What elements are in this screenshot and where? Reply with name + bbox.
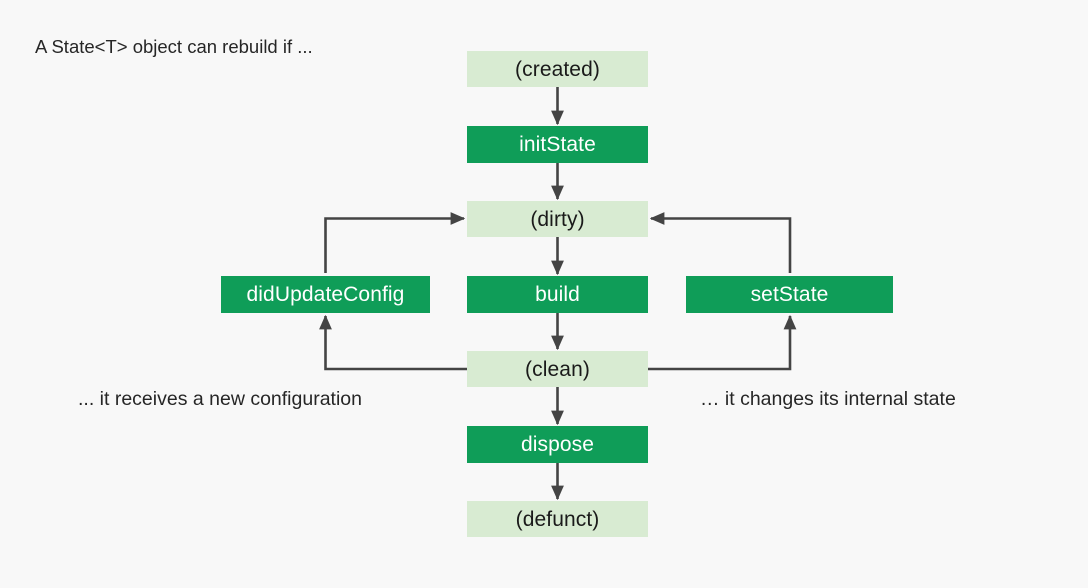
- edge-clean-to-didupdateconfig: [319, 314, 467, 371]
- node-build-label: build: [535, 283, 580, 306]
- node-didupdateconfig-label: didUpdateConfig: [246, 283, 405, 306]
- node-created[interactable]: (created): [467, 51, 648, 87]
- edge-didupdateconfig-to-dirty: [324, 212, 466, 273]
- edge-setstate-to-dirty: [649, 212, 792, 273]
- node-build[interactable]: build: [467, 276, 648, 313]
- node-created-label: (created): [515, 57, 600, 81]
- diagram-title-caption: A State<T> object can rebuild if ...: [35, 36, 313, 57]
- node-didupdateconfig[interactable]: didUpdateConfig: [221, 276, 430, 313]
- node-defunct-label: (defunct): [515, 507, 600, 531]
- node-defunct[interactable]: (defunct): [467, 501, 648, 537]
- node-dispose-label: dispose: [520, 433, 595, 456]
- node-initstate-label: initState: [519, 133, 596, 156]
- node-clean-label: (clean): [525, 357, 590, 381]
- right-branch-caption: … it changes its internal state: [700, 388, 956, 410]
- node-setstate-label: setState: [750, 283, 829, 306]
- left-branch-caption: ... it receives a new configuration: [78, 388, 362, 410]
- node-dirty[interactable]: (dirty): [467, 201, 648, 237]
- node-dirty-label: (dirty): [530, 207, 585, 231]
- node-dispose[interactable]: dispose: [467, 426, 648, 463]
- node-clean[interactable]: (clean): [467, 351, 648, 387]
- node-setstate[interactable]: setState: [686, 276, 893, 313]
- node-initstate[interactable]: initState: [467, 126, 648, 163]
- edge-clean-to-setstate: [648, 314, 797, 371]
